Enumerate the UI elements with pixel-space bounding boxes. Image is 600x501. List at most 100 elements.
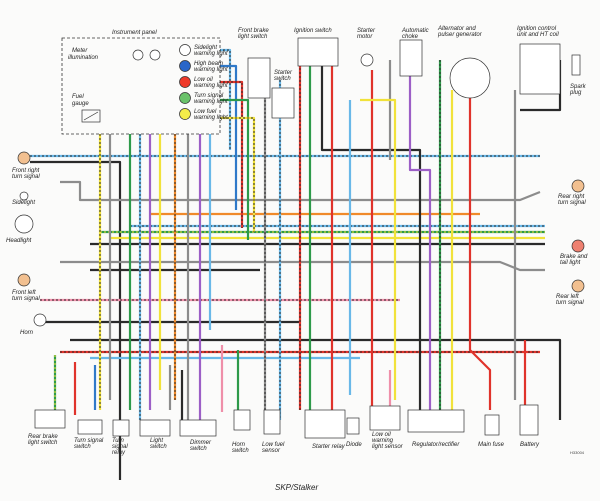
ignition-switch-symbol: [297, 37, 339, 67]
regulator-rectifier-symbol: [407, 409, 465, 433]
bottom-component-label-9-line: Low oil: [372, 432, 391, 438]
warning-bulb-label: Sidelight: [194, 45, 217, 51]
fuel-gauge-label-2: gauge: [72, 101, 89, 107]
bottom-component-label-10: Regulator/rectifier: [412, 442, 460, 448]
starter-relay-symbol: [304, 409, 346, 439]
right-component-label-2-line: turn signal: [556, 300, 584, 306]
warning-bulb-label: warning light: [194, 83, 228, 89]
left-component-label-3-line: turn signal: [12, 296, 40, 302]
bottom-component-label-11-line: Main fuse: [478, 442, 505, 448]
front-left-turn-signal-lamp: [17, 273, 31, 287]
bottom-component-label-12: Battery: [520, 442, 540, 448]
horn-symbol: [33, 313, 47, 327]
warning-bulb-label: warning light: [194, 115, 228, 121]
top-component-label-1: Ignition switch: [294, 28, 332, 34]
meter-illumination-bulbs: [132, 49, 161, 61]
top-component-label-3-line: Starter: [357, 28, 376, 34]
left-component-label-2-line: Headlight: [6, 238, 32, 244]
left-component-label-2: Headlight: [6, 238, 32, 244]
headlight-lamp: [14, 214, 34, 234]
wire-yellow-4: [360, 98, 397, 400]
wire-black-5: [70, 338, 562, 420]
bottom-component-label-9-line: light sensor: [372, 444, 404, 450]
bottom-component-label-12-line: Battery: [520, 442, 540, 448]
left-component-label-1: Sidelight: [12, 200, 35, 206]
bottom-component-label-1-line: Turn signal: [74, 438, 104, 444]
top-component-label-5-line: pulser generator: [437, 32, 483, 38]
top-component-label-4-line: choke: [402, 34, 419, 40]
bottom-component-label-0-line: Rear brake: [28, 434, 58, 440]
warning-bulb-label: Low oil: [194, 77, 213, 83]
wire-grey-2: [60, 260, 545, 272]
main-fuse-symbol: [484, 414, 500, 436]
top-component-label-6-line: Ignition control: [517, 26, 557, 32]
front-right-turn-signal-lamp: [17, 151, 31, 165]
top-component-label-0-line: Front brake: [238, 28, 269, 34]
right-component-label-1-line: Brake and: [560, 254, 588, 260]
bottom-component-label-5-line: Horn: [232, 442, 246, 448]
bottom-component-label-7: Starter relay: [312, 444, 346, 450]
bottom-component-label-10-line: Regulator/rectifier: [412, 442, 460, 448]
top-component-label-4-line: Automatic: [401, 28, 429, 34]
top-component-label-0-line: light switch: [238, 34, 268, 40]
fuel-gauge-label-1: Fuel: [72, 94, 84, 100]
bottom-component-label-5-line: switch: [232, 448, 249, 454]
left-component-label-3-line: Front left: [12, 290, 36, 296]
bottom-component-label-2-line: Turn: [112, 438, 125, 444]
rear-brake-light-switch-symbol: [34, 409, 66, 429]
low-fuel-sensor-symbol: [263, 409, 281, 435]
left-component-label-1-line: Sidelight: [12, 200, 35, 206]
starter-switch-symbol: [271, 87, 295, 119]
warning-bulb-label: warning light: [194, 99, 228, 105]
fuel-gauge-symbol: [81, 109, 101, 123]
left-component-label-4: Horn: [20, 330, 34, 336]
wire-red-3: [468, 90, 492, 410]
diagram-code: H33004: [570, 450, 585, 455]
diode-symbol: [346, 417, 360, 435]
sidelight-lamp: [19, 191, 29, 201]
ignition-control-unit-symbol: [519, 43, 561, 95]
left-component-label-4-line: Horn: [20, 330, 34, 336]
top-component-label-1-line: Ignition switch: [294, 28, 332, 34]
meter-illumination-label-2: illumination: [68, 55, 99, 61]
bottom-component-label-1-line: switch: [74, 444, 91, 450]
bottom-component-label-0-line: light switch: [28, 440, 58, 446]
bottom-component-label-6-line: sensor: [262, 448, 281, 454]
components: [14, 37, 585, 439]
bottom-component-label-3-line: switch: [150, 444, 167, 450]
top-component-label-5-line: Alternator and: [437, 26, 476, 32]
warning-bulb-label: Turn signal: [194, 93, 224, 99]
top-component-label-6-line: unit and HT coil: [517, 32, 559, 38]
meter-illumination-label-1: Meter: [72, 48, 88, 54]
battery-symbol: [519, 404, 539, 436]
wire-grey-1: [60, 180, 541, 202]
top-component-label-3-line: motor: [357, 34, 373, 40]
starter-motor-symbol: [360, 53, 374, 67]
rear-left-turn-signal-lamp: [571, 279, 585, 293]
top-component-label-7-line: Spark: [570, 84, 587, 90]
alternator-symbol: [449, 57, 491, 99]
warning-bulb-label: High beam: [194, 61, 223, 67]
bottom-component-label-6-line: Low fuel: [262, 442, 285, 448]
turn-signal-relay-symbol: [112, 419, 130, 437]
front-brake-light-switch-symbol: [247, 57, 271, 99]
